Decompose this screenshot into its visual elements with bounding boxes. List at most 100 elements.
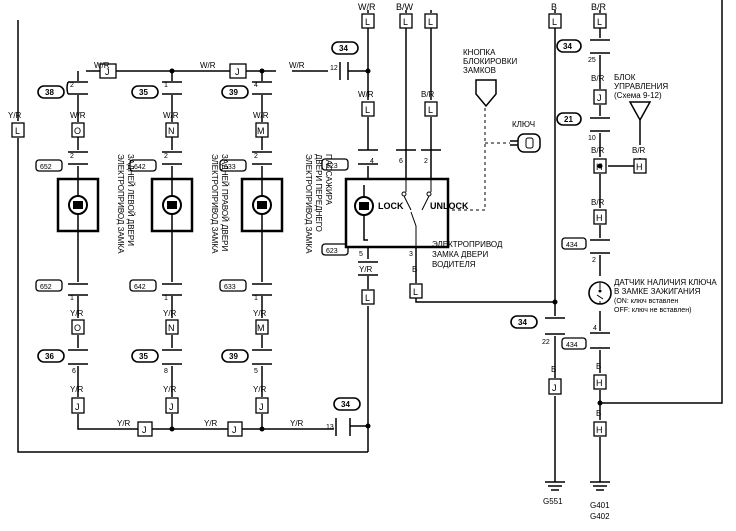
terminal: J — [235, 67, 240, 77]
terminal: H — [636, 162, 643, 172]
pin-number: 4 — [254, 82, 258, 89]
pin-numbers: 2 1 4 12 2 2 2 4 6 2 1 1 1 5 3 6 8 5 13 … — [70, 57, 597, 431]
connector-label: 34 — [518, 318, 527, 327]
terminal: L — [552, 17, 557, 27]
motor-labels: ЭЛЕКТРОПРИВОД ЗАМКАЗАДНЕЙ ЛЕВОЙ ДВЕРИ ЭЛ… — [116, 154, 333, 254]
key-icon: КЛЮЧ — [510, 120, 541, 153]
svg-text:КНОПКА: КНОПКА — [463, 48, 496, 57]
connector-label: 35 — [139, 352, 148, 361]
front-passenger-lock-motor — [240, 177, 284, 233]
connector-label: 36 — [45, 352, 54, 361]
wire-color-labels: W/R W/R W/R W/R W/R W/R W/R B/R Y/R Y/R … — [8, 61, 646, 428]
connector-plugs — [66, 39, 610, 436]
svg-text:УПРАВЛЕНИЯ: УПРАВЛЕНИЯ — [614, 82, 668, 91]
key-sensor: ДАТЧИК НАЛИЧИЯ КЛЮЧА В ЗАМКЕ ЗАЖИГАНИЯ (… — [588, 278, 717, 314]
terminal: N — [168, 323, 175, 333]
top-wire-labels: W/R B/W B B/R — [358, 2, 607, 12]
junction-dots — [169, 68, 603, 432]
pin-number: 12 — [330, 65, 338, 72]
wire-color: W/R — [358, 90, 374, 99]
connector-label: 652 — [40, 284, 52, 291]
wire-label: B/W — [396, 2, 414, 12]
pin-number: 2 — [164, 153, 168, 160]
control-unit: БЛОК УПРАВЛЕНИЯ (Схема 9-12) — [614, 73, 668, 122]
pin-number: 1 — [254, 295, 258, 302]
connector-label: 623 — [326, 248, 338, 255]
wire-color: Y/R — [163, 385, 177, 394]
connector-label: 623 — [326, 163, 338, 170]
pin-number: 5 — [359, 251, 363, 258]
terminal: J — [105, 67, 110, 77]
driver-lock-motor: LOCK UNLOCK — [344, 177, 469, 249]
rear-left-lock-motor — [56, 177, 100, 233]
wire-label: B — [551, 2, 557, 12]
terminal: J — [259, 402, 264, 412]
pin-number: 2 — [70, 153, 74, 160]
terminal: L — [403, 17, 408, 27]
connector-label: 38 — [45, 88, 54, 97]
svg-text:В ЗАМКЕ ЗАЖИГАНИЯ: В ЗАМКЕ ЗАЖИГАНИЯ — [614, 287, 701, 296]
wire-color: W/R — [94, 61, 110, 70]
ground-symbols: G551 G401 G402 — [543, 481, 610, 521]
pin-number: 3 — [409, 251, 413, 258]
wire-color: B/R — [591, 74, 605, 83]
terminal: N — [168, 126, 175, 136]
svg-text:ЭЛЕКТРОПРИВОД ЗАМКАЗАДНЕЙ ПРАВ: ЭЛЕКТРОПРИВОД ЗАМКАЗАДНЕЙ ПРАВОЙ ДВЕРИ — [210, 154, 229, 254]
wire-color: Y/R — [253, 385, 267, 394]
wires — [17, 0, 723, 482]
connector-label: 633 — [224, 284, 236, 291]
ground-label: G402 — [590, 512, 610, 521]
connector-ovals: 38 35 39 34 34 21 36 35 39 34 34 652 642… — [35, 39, 587, 411]
pin-number: 22 — [542, 339, 550, 346]
terminal: J — [169, 402, 174, 412]
pin-number: 8 — [164, 368, 168, 375]
ground-label: G551 — [543, 497, 563, 506]
svg-text:ЭЛЕКТРОПРИВОД ЗАМКАДВЕРИ ПЕРЕД: ЭЛЕКТРОПРИВОД ЗАМКАДВЕРИ ПЕРЕДНЕГОПАССАЖ… — [304, 154, 333, 254]
wire-color: Y/R — [70, 385, 84, 394]
pin-number: 4 — [593, 325, 597, 332]
terminal: L — [428, 105, 433, 115]
terminal: J — [597, 93, 602, 103]
svg-text:ЗАМКА ДВЕРИ: ЗАМКА ДВЕРИ — [432, 250, 488, 259]
svg-text:БЛОК: БЛОК — [614, 73, 636, 82]
wire-color: Y/R — [359, 265, 373, 274]
terminal: L — [597, 17, 602, 27]
svg-text:БЛОКИРОВКИ: БЛОКИРОВКИ — [463, 57, 518, 66]
pin-number: 5 — [254, 368, 258, 375]
connector-label: 633 — [224, 164, 236, 171]
pin-number: 6 — [399, 158, 403, 165]
svg-text:ЗАМКОВ: ЗАМКОВ — [463, 66, 496, 75]
wire-color: B — [412, 265, 417, 274]
driver-motor-label: ЭЛЕКТРОПРИВОД ЗАМКА ДВЕРИ ВОДИТЕЛЯ — [432, 240, 503, 269]
lock-button: КНОПКА БЛОКИРОВКИ ЗАМКОВ — [463, 48, 518, 108]
connector-label: 642 — [134, 164, 146, 171]
pin-number: 1 — [70, 295, 74, 302]
unlock-switch-label: UNLOCK — [430, 201, 469, 211]
pin-number: 6 — [72, 368, 76, 375]
terminal: H — [596, 378, 603, 388]
wire-color: Y/R — [290, 419, 304, 428]
svg-text:ЭЛЕКТРОПРИВОД: ЭЛЕКТРОПРИВОД — [432, 240, 503, 249]
wire-color: Y/R — [70, 309, 84, 318]
wire-color: Y/R — [8, 111, 22, 120]
connector-label: 434 — [566, 342, 578, 349]
terminal: L — [365, 17, 370, 27]
wire-color: W/R — [289, 61, 305, 70]
wire-color: B/R — [421, 90, 435, 99]
ground-label: G401 — [590, 501, 610, 510]
pin-number: 1 — [164, 82, 168, 89]
terminal: O — [74, 126, 81, 136]
terminal: L — [428, 17, 433, 27]
rear-right-lock-motor — [150, 177, 194, 233]
svg-text:ВОДИТЕЛЯ: ВОДИТЕЛЯ — [432, 260, 476, 269]
pin-number: 25 — [588, 57, 596, 64]
wire-label: B/R — [591, 2, 607, 12]
pin-number: 10 — [588, 135, 596, 142]
terminal: J — [75, 402, 80, 412]
wire-color: W/R — [163, 111, 179, 120]
terminal: J — [552, 383, 557, 393]
terminal: J — [142, 425, 147, 435]
terminal: L — [15, 126, 20, 136]
terminal: J — [232, 425, 237, 435]
